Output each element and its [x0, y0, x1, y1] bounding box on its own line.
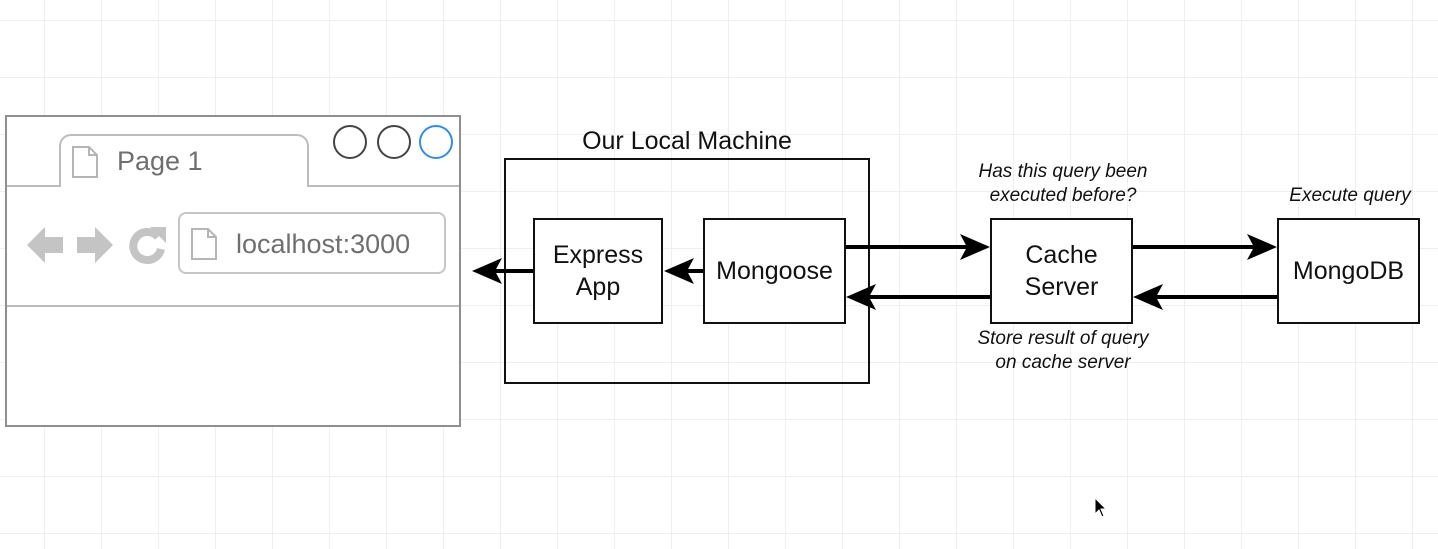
address-text: localhost:3000 — [236, 229, 411, 259]
note-line: Store result of query — [977, 328, 1149, 349]
note-has-query-executed: Has this query been executed before? — [955, 160, 1171, 208]
node-label: Mongoose — [716, 257, 833, 285]
content-divider — [7, 305, 459, 307]
node-label: MongoDB — [1292, 257, 1405, 285]
tab-strip: Page 1 — [7, 117, 459, 187]
mongodb-node: MongoDB — [1277, 218, 1420, 324]
note-store-result: Store result of query on cache server — [955, 327, 1171, 375]
node-label: Cache — [1025, 241, 1098, 269]
note-line: on cache server — [995, 352, 1131, 373]
arrow-mongodb-to-cache — [1133, 284, 1277, 310]
window-minimize-button[interactable] — [377, 125, 411, 159]
node-label: App — [575, 273, 621, 301]
note-line: Has this query been — [978, 161, 1148, 182]
group-title: Our Local Machine — [582, 127, 792, 155]
back-arrow-icon[interactable] — [25, 223, 65, 267]
express-app-node: Express App — [533, 218, 663, 324]
arrow-cache-to-mongodb — [1133, 234, 1277, 260]
browser-tab[interactable]: Page 1 — [59, 134, 309, 187]
document-icon — [191, 228, 217, 260]
document-icon — [72, 146, 98, 178]
mouse-cursor-icon — [1094, 497, 1108, 518]
node-label: Express — [552, 241, 644, 269]
tab-strip-divider — [309, 185, 459, 187]
reload-icon[interactable] — [128, 223, 168, 267]
tab-strip-divider — [7, 185, 59, 187]
mongoose-node: Mongoose — [703, 218, 846, 324]
note-execute-query: Execute query — [1289, 185, 1411, 206]
node-label: Server — [1024, 273, 1099, 301]
tab-title: Page 1 — [117, 146, 203, 176]
address-bar[interactable]: localhost:3000 — [178, 212, 446, 274]
cache-server-node: Cache Server — [990, 218, 1133, 324]
browser-window: Page 1 localhost:3000 — [5, 115, 461, 427]
forward-arrow-icon[interactable] — [75, 223, 115, 267]
window-maximize-button[interactable] — [419, 125, 453, 159]
window-close-button[interactable] — [333, 125, 367, 159]
note-line: executed before? — [989, 185, 1137, 206]
